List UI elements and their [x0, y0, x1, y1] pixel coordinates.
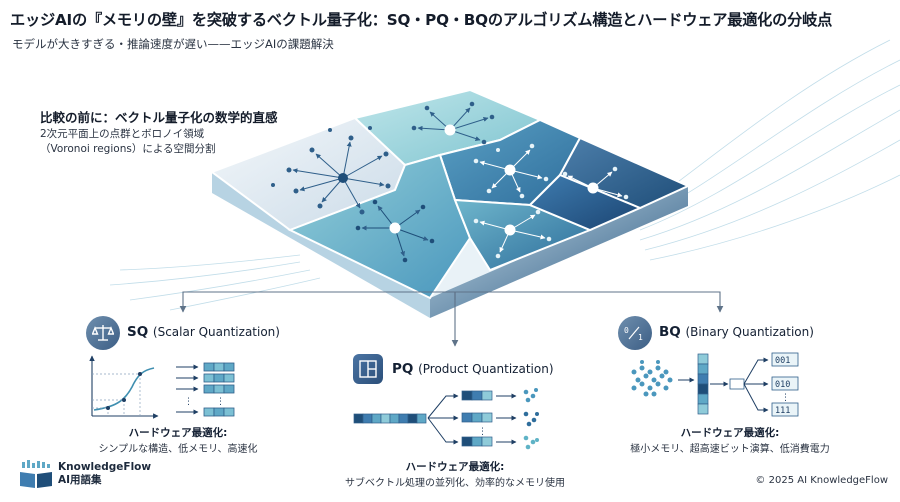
svg-text:1: 1	[638, 333, 643, 342]
pq-title-main: PQ	[392, 361, 414, 377]
bq-hw-body: 極小メモリ、超高速ビット演算、低消費電力	[630, 444, 830, 455]
bq-title-sub: (Binary Quantization)	[685, 325, 814, 339]
pq-hw-heading: ハードウェア最適化:	[405, 461, 505, 473]
pq-hw-body: サブベクトル処理の並列化、効率的なメモリ使用	[345, 478, 565, 489]
brand-name: KnowledgeFlow	[58, 461, 152, 473]
svg-text:0: 0	[624, 326, 629, 335]
svg-text:⋮: ⋮	[478, 427, 487, 437]
bq-hw-heading: ハードウェア最適化:	[680, 427, 780, 439]
pq-title: PQ (Product Quantization)	[392, 361, 554, 377]
sq-title-main: SQ	[127, 324, 149, 340]
bq-diagram: 001 010 111 ⋮	[631, 352, 799, 417]
bq-code-3: 111	[775, 406, 790, 416]
intro-body: 2次元平面上の点群とボロノイ領域（Voronoi regions）による空間分割	[40, 128, 216, 155]
page-title: エッジAIの『メモリの壁』を突破するベクトル量子化：SQ・PQ・BQのアルゴリズ…	[10, 11, 833, 29]
svg-text:⋮: ⋮	[216, 397, 225, 407]
brand-tagline: AI用語集	[58, 474, 102, 486]
sq-diagram: ⋮ ⋮	[89, 355, 235, 419]
pq-diagram: ⋮	[353, 388, 539, 450]
copyright: © 2025 AI KnowledgeFlow	[755, 475, 888, 486]
intro-heading: 比較の前に：ベクトル量子化の数学的直感	[40, 110, 278, 125]
bq-title-main: BQ	[659, 324, 681, 340]
grid-layout-icon	[353, 354, 383, 384]
sq-title-sub: (Scalar Quantization)	[152, 325, 280, 339]
sq-hw-heading: ハードウェア最適化:	[128, 427, 228, 439]
brand-logo: KnowledgeFlow AI用語集	[58, 461, 151, 487]
bq-title: BQ (Binary Quantization)	[659, 324, 814, 340]
sq-hw-body: シンプルな構造、低メモリ、高速化	[98, 444, 258, 455]
balance-scale-icon	[86, 316, 120, 350]
svg-text:⋮: ⋮	[184, 397, 193, 407]
bq-code-2: 010	[775, 380, 790, 390]
pq-title-sub: (Product Quantization)	[418, 362, 554, 376]
book-logo-icon	[20, 460, 52, 488]
bq-code-1: 001	[775, 356, 790, 366]
page-subtitle: モデルが大きすぎる・推論速度が遅い——エッジAIの課題解決	[12, 37, 334, 51]
sq-title: SQ (Scalar Quantization)	[127, 324, 280, 340]
svg-text:⋮: ⋮	[781, 393, 790, 403]
